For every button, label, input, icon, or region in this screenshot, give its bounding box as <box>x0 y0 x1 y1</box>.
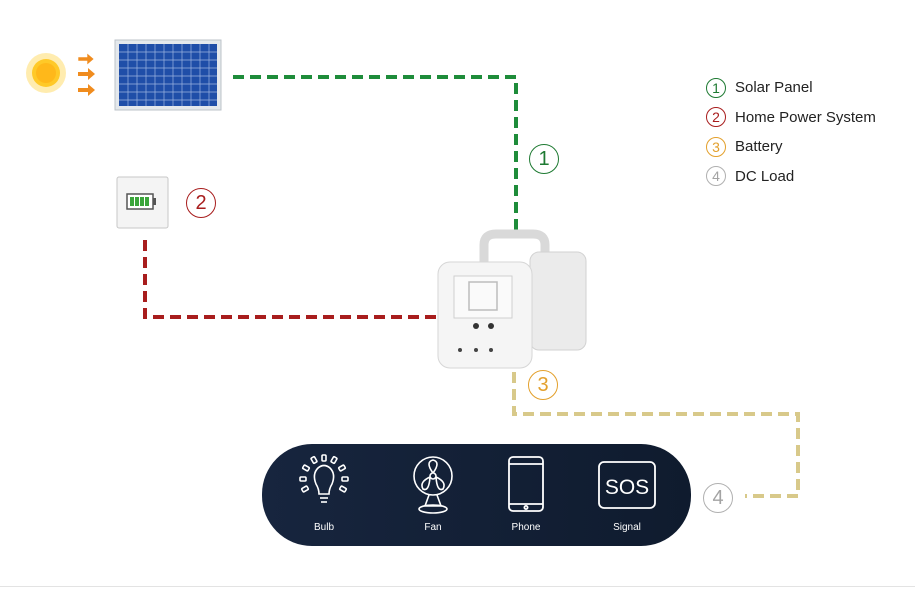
legend-number: 1 <box>706 77 726 98</box>
dc-load-badge: 4 <box>703 483 733 513</box>
home-power-badge: 2 <box>186 188 216 218</box>
power-station-icon <box>437 229 587 369</box>
solar-connection-line <box>233 75 518 238</box>
load-phone: Phone <box>491 454 561 533</box>
solar-panel-badge: 1 <box>529 144 559 174</box>
legend-number: 4 <box>706 166 726 187</box>
phone-icon <box>508 456 544 512</box>
legend-item-home-power-system: 2 Home Power System <box>706 103 876 133</box>
battery-badge: 3 <box>528 370 558 400</box>
dc-loads-panel: Bulb Fan <box>262 444 691 546</box>
sos-icon: SOS <box>598 461 656 509</box>
fan-icon <box>413 456 453 514</box>
load-bulb: Bulb <box>289 454 359 533</box>
battery-connection-line <box>512 372 800 498</box>
load-label: Signal <box>613 522 641 533</box>
bulb-icon <box>299 454 349 503</box>
legend-label: Battery <box>735 138 783 156</box>
load-label: Fan <box>424 522 442 533</box>
solar-panel-icon <box>114 39 222 111</box>
sun-icon <box>26 53 66 93</box>
bottom-divider <box>0 586 915 587</box>
home-connection-line <box>143 240 440 319</box>
legend-number: 2 <box>706 107 726 128</box>
load-signal: SOS Signal <box>592 454 662 533</box>
legend-label: DC Load <box>735 167 795 185</box>
battery-device-icon <box>116 176 169 229</box>
legend: 1 Solar Panel 2 Home Power System 3 Batt… <box>706 73 876 191</box>
legend-item-dc-load: 4 DC Load <box>706 162 876 192</box>
load-label: Phone <box>511 522 541 533</box>
legend-number: 3 <box>706 136 726 157</box>
legend-label: Home Power System <box>735 108 876 126</box>
legend-item-solar-panel: 1 Solar Panel <box>706 73 876 103</box>
sos-text: SOS <box>605 476 649 499</box>
load-fan: Fan <box>398 454 468 533</box>
legend-label: Solar Panel <box>735 79 813 97</box>
sun-ray-arrows-icon <box>78 53 95 96</box>
load-label: Bulb <box>313 522 334 533</box>
legend-item-battery: 3 Battery <box>706 132 876 162</box>
